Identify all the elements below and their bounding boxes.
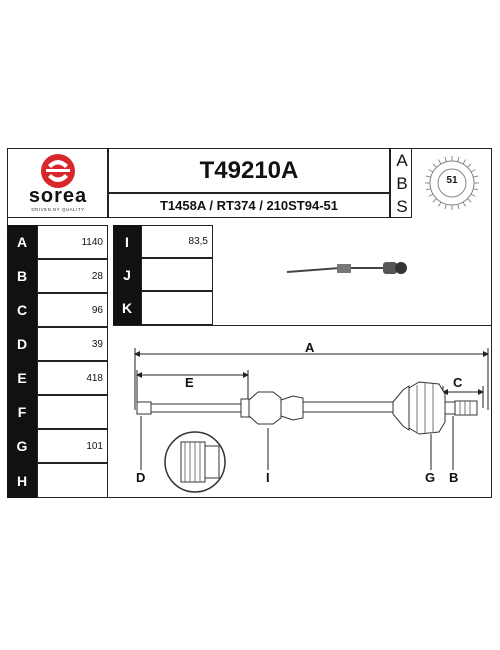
abs-letter-s: S [396, 197, 408, 216]
abs-tooth [467, 163, 472, 168]
abs-tooth [462, 159, 466, 165]
abs-tooth [470, 193, 476, 197]
part-number: T49210A [199, 156, 299, 184]
section-divider [113, 325, 492, 326]
abs-tooth [457, 204, 460, 210]
spec-key-k: K [113, 291, 141, 325]
abs-tooth [425, 175, 431, 178]
spec-value-e: 418 [37, 361, 108, 395]
spec-key-h: H [7, 463, 37, 498]
spec-value-f [37, 395, 108, 429]
spec-key-b: B [7, 259, 37, 293]
dim-label-a: A [305, 340, 315, 355]
brand-tagline: DRIVEN BY QUALITY [31, 207, 85, 212]
abs-tooth [438, 159, 442, 165]
logo-cell: sorea DRIVEN BY QUALITY [7, 148, 108, 218]
abs-tooth [457, 156, 460, 162]
spec-value-d: 39 [37, 327, 108, 361]
spec-key-e: E [7, 361, 37, 395]
spec-column-mid: I 83,5 J K [113, 225, 213, 325]
abs-letters-cell: A B S [390, 148, 412, 218]
abs-tooth [425, 188, 431, 191]
brand-name: sorea [28, 185, 88, 207]
spec-key-i: I [113, 225, 141, 258]
dim-label-g: G [425, 470, 436, 485]
abs-tooth [467, 198, 472, 203]
shaft-thumbnail [286, 262, 407, 274]
abs-tooth [473, 188, 479, 191]
abs-tooth [473, 175, 479, 178]
dim-label-b: B [449, 470, 459, 485]
spec-value-j [141, 258, 213, 291]
part-number-cell: T49210A [108, 148, 390, 193]
spec-key-a: A [7, 225, 37, 259]
abs-ring-icon [425, 156, 479, 210]
spec-value-g: 101 [37, 429, 108, 463]
abs-tooth [444, 204, 447, 210]
abs-tooth [462, 201, 466, 207]
spec-key-d: D [7, 327, 37, 361]
spec-value-h [37, 463, 108, 498]
dim-label-e: E [185, 375, 194, 390]
spec-key-j: J [113, 258, 141, 291]
dim-label-d: D [136, 470, 146, 485]
spec-key-g: G [7, 429, 37, 463]
dim-label-c: C [453, 375, 463, 390]
spec-key-c: C [7, 293, 37, 327]
spec-value-k [141, 291, 213, 325]
shaft-diagram [134, 348, 489, 493]
sorea-logo [41, 154, 75, 188]
abs-ring-cell: 51 [412, 148, 492, 218]
abs-tooth [428, 193, 434, 197]
dim-label-i: I [266, 470, 270, 485]
spec-value-a: 1140 [37, 225, 108, 259]
abs-tooth [438, 201, 442, 207]
abs-teeth-count: 51 [446, 175, 458, 186]
abs-tooth [432, 163, 437, 168]
spec-value-b: 28 [37, 259, 108, 293]
abs-tooth [470, 169, 476, 173]
abs-tooth [428, 169, 434, 173]
cross-references: T1458A / RT374 / 210ST94-51 [159, 198, 338, 213]
cross-ref-cell: T1458A / RT374 / 210ST94-51 [108, 193, 390, 218]
spec-key-f: F [7, 395, 37, 429]
abs-letter-a: A [396, 151, 408, 170]
abs-letter-b: B [396, 174, 408, 193]
spec-value-c: 96 [37, 293, 108, 327]
abs-tooth [444, 156, 447, 162]
spec-column-left: A 1140 B 28 C 96 D 39 E 418 F G 101 H [7, 225, 108, 498]
spec-value-i: 83,5 [141, 225, 213, 258]
abs-tooth [432, 198, 437, 203]
